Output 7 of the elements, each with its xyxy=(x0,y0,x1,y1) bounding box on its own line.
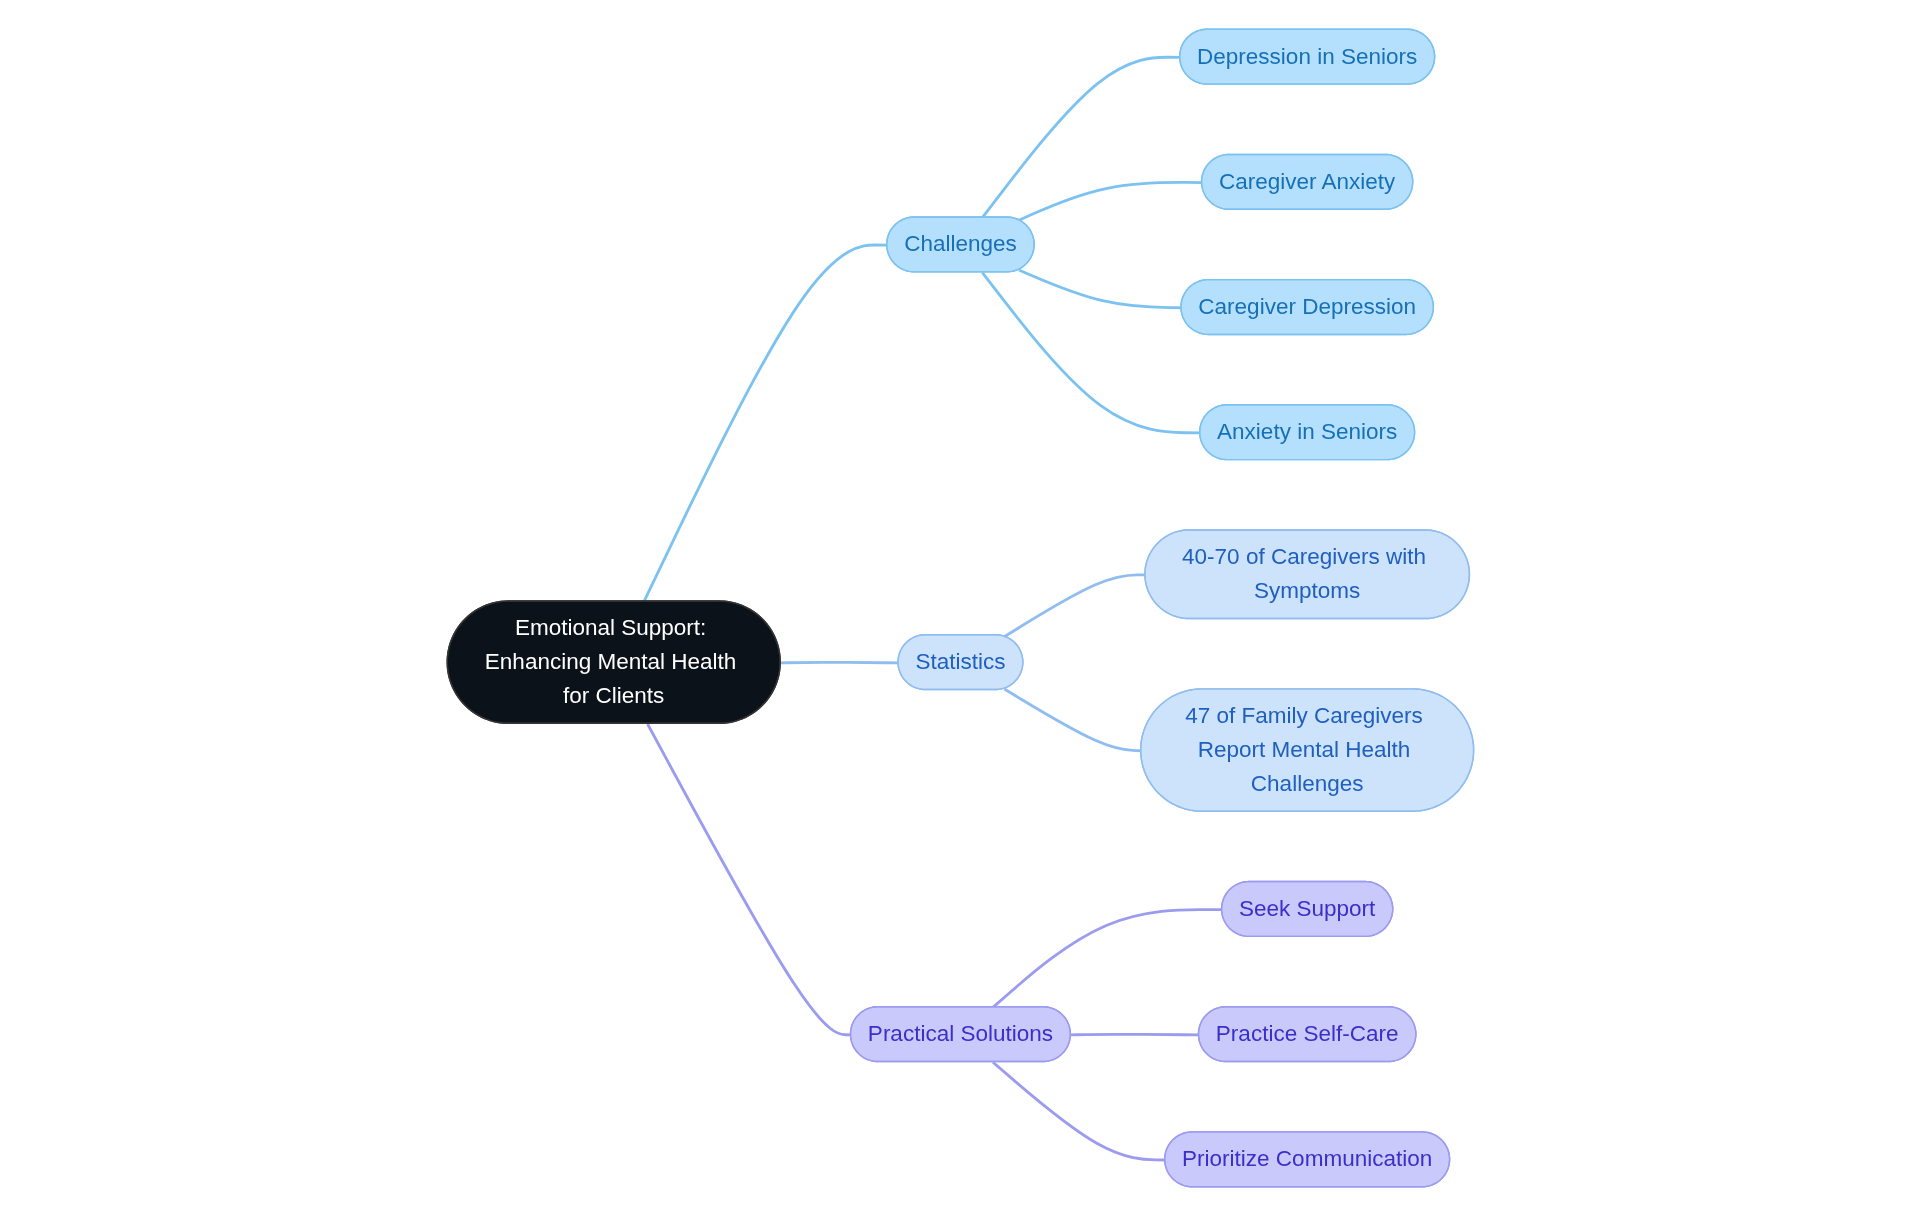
connector xyxy=(1070,1032,1199,1036)
connector xyxy=(980,271,1200,434)
connector xyxy=(1003,687,1141,752)
connector xyxy=(645,722,851,1036)
connector xyxy=(1017,180,1202,221)
connector xyxy=(991,907,1222,1008)
connector xyxy=(991,1060,1165,1161)
